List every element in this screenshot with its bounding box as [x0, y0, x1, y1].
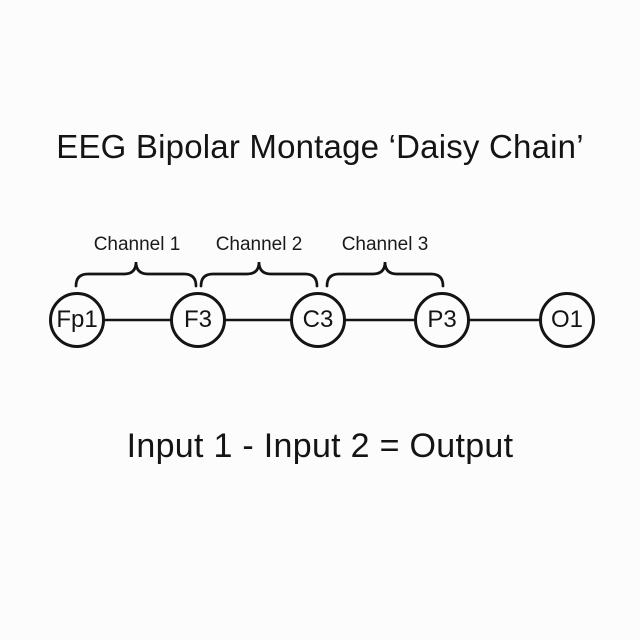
- channel-2-label: Channel 2: [215, 234, 303, 255]
- electrode-label: F3: [183, 306, 212, 333]
- electrode-node-p3: P3: [414, 292, 470, 348]
- electrode-node-fp1: Fp1: [49, 292, 105, 348]
- channel-1-label: Channel 1: [93, 234, 181, 255]
- electrode-label: O1: [550, 306, 583, 333]
- electrode-label: C3: [302, 306, 334, 333]
- channel-3-brace-icon: [325, 261, 445, 288]
- electrode-label: Fp1: [56, 306, 98, 333]
- channel-3-label: Channel 3: [341, 234, 429, 255]
- diagram-title: EEG Bipolar Montage ‘Daisy Chain’: [56, 128, 584, 165]
- channel-2-brace-icon: [199, 261, 319, 288]
- electrode-label: P3: [427, 306, 457, 333]
- formula-text: Input 1 - Input 2 = Output: [126, 427, 514, 465]
- channel-1-brace-icon: [74, 261, 198, 288]
- electrode-node-c3: C3: [290, 292, 346, 348]
- electrode-node-o1: O1: [539, 292, 595, 348]
- electrode-node-f3: F3: [170, 292, 226, 348]
